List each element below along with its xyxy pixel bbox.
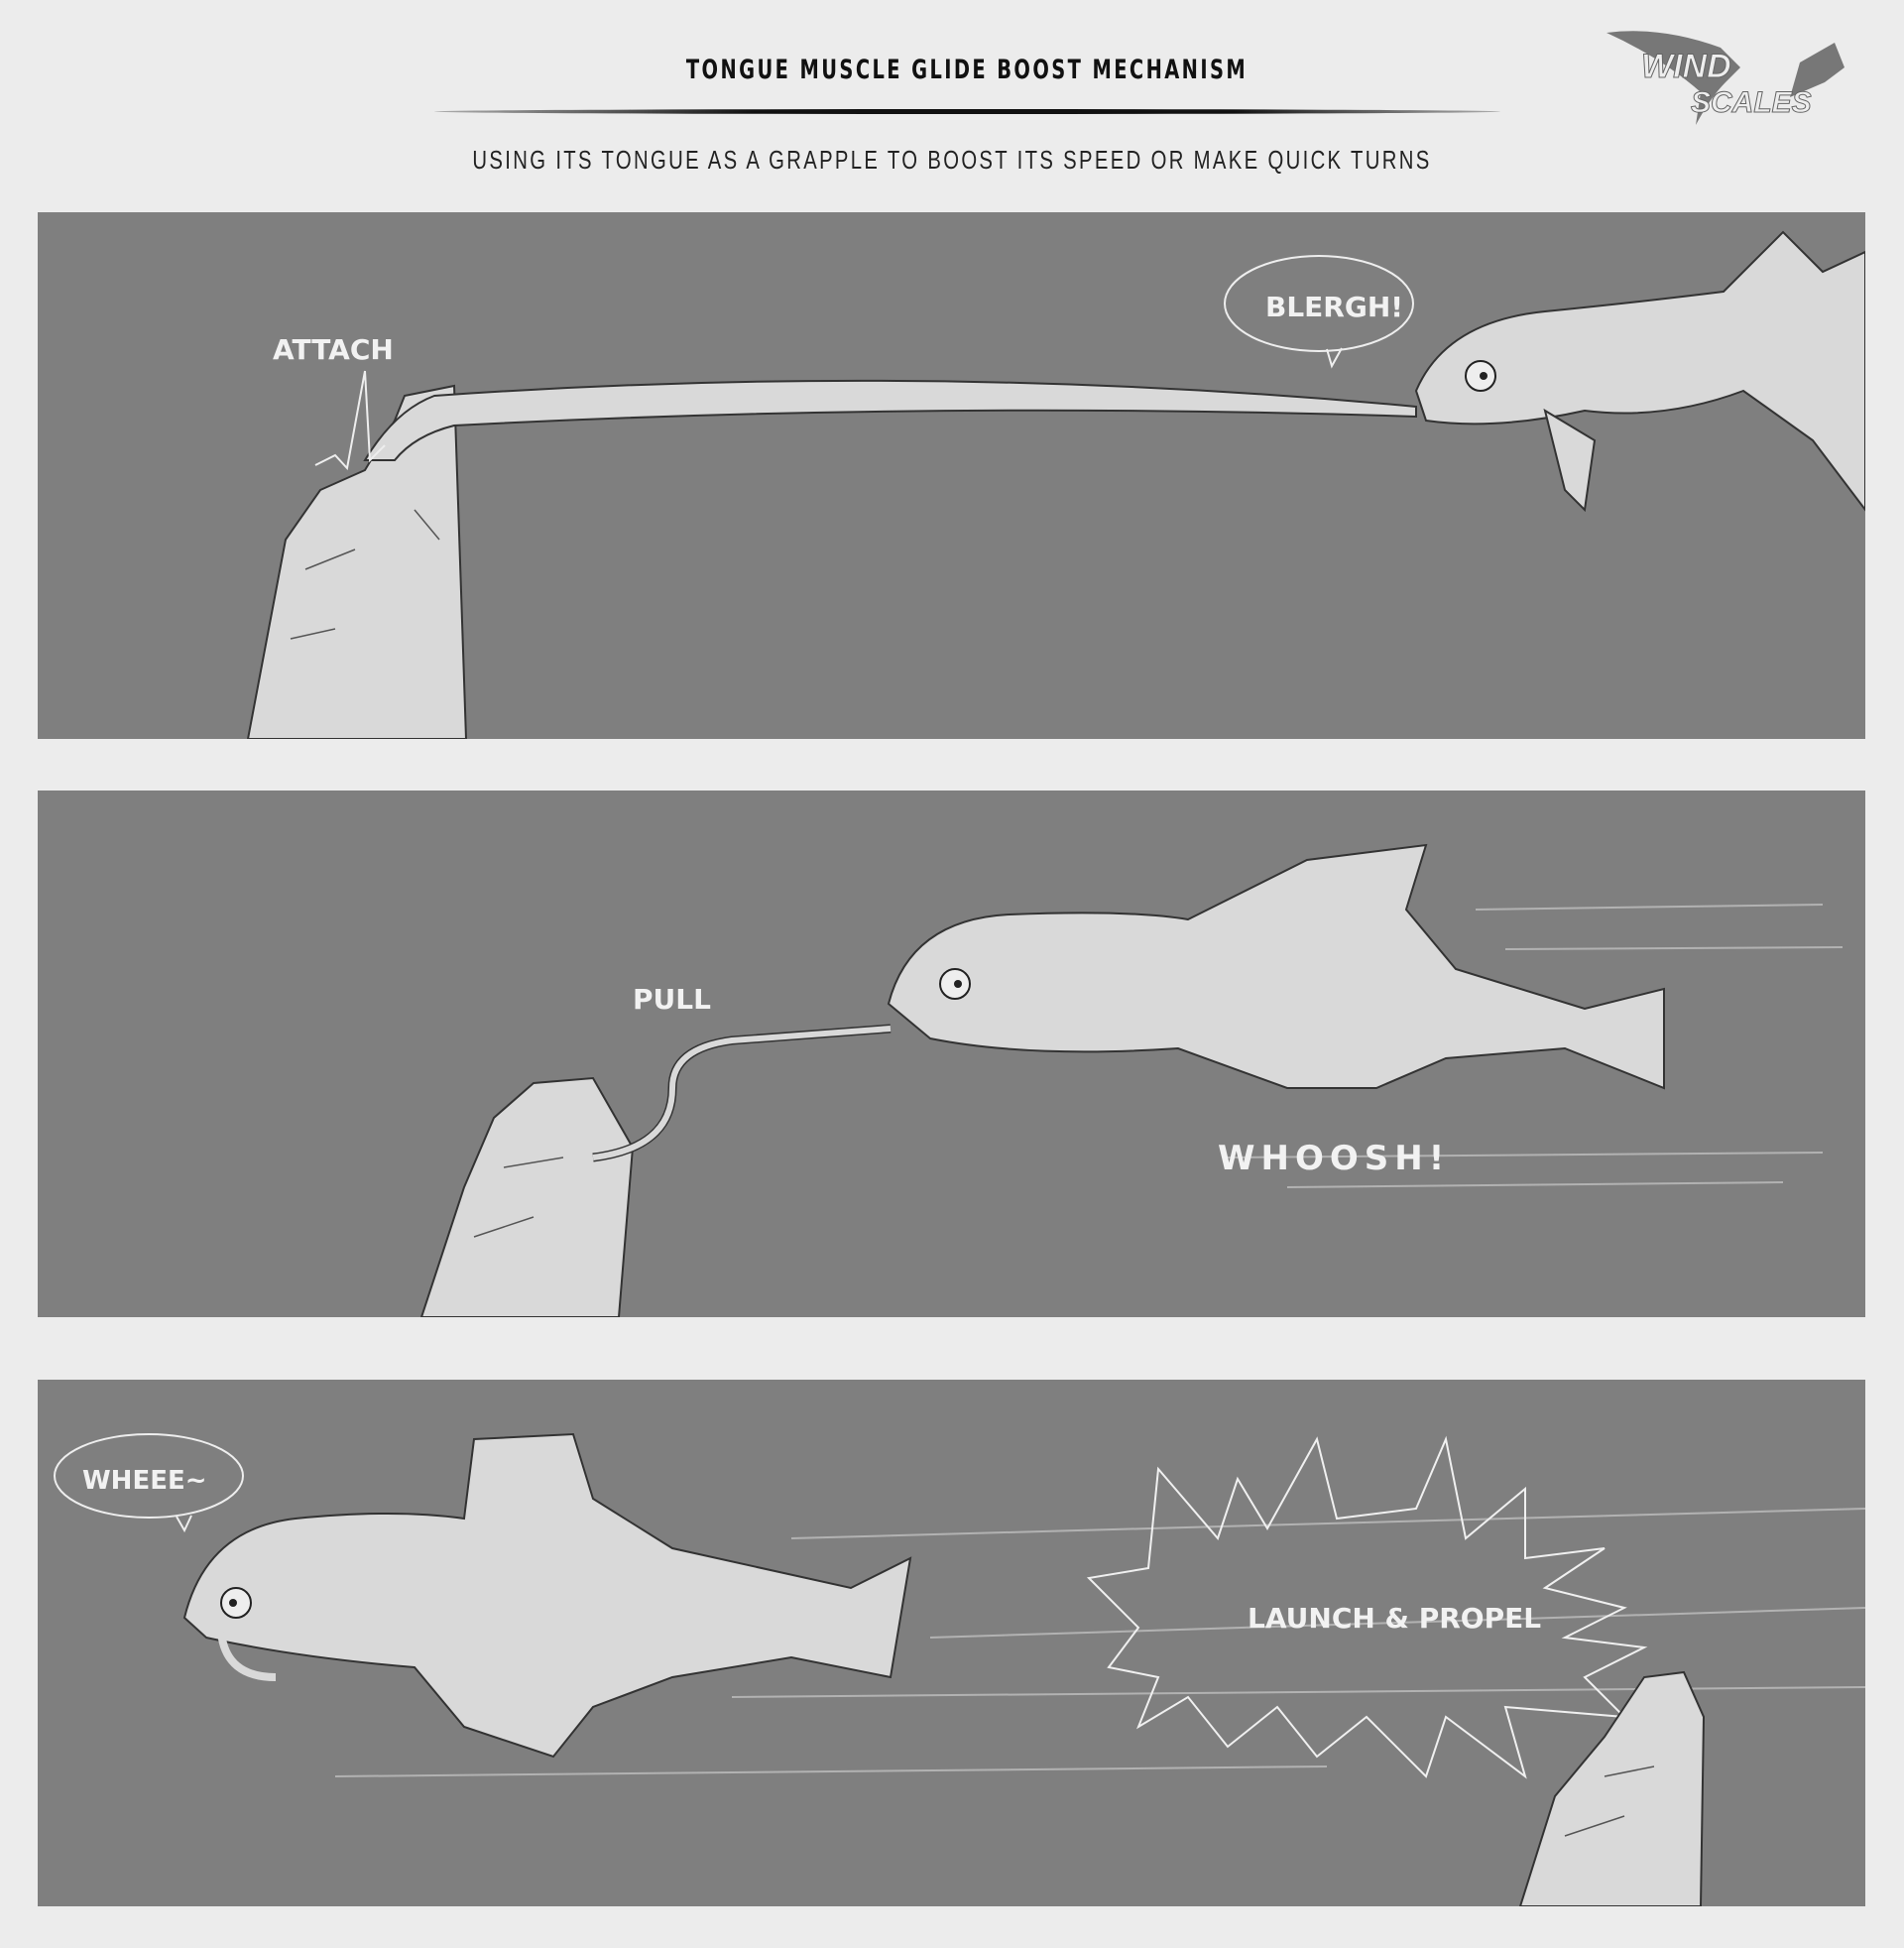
panel-attach: ATTACH BLERGH! [38, 212, 1865, 739]
speech-bubble: BLERGH! [1224, 255, 1414, 369]
attach-label: ATTACH [273, 333, 394, 366]
svg-text:WIND: WIND [1641, 48, 1731, 85]
burst-outline [1086, 1435, 1648, 1779]
speed-lines [1227, 904, 1844, 1188]
speech-bubble: WHEEE~ [54, 1433, 244, 1533]
blergh-label: BLERGH! [1265, 291, 1403, 323]
creature [887, 843, 1665, 1090]
wheee-label: WHEEE~ [82, 1466, 207, 1496]
panel-launch: WHEEE~ LAUNCH & PROPEL [38, 1380, 1865, 1906]
creature [1414, 230, 1865, 513]
whoosh-label: WHOOSH! [1218, 1139, 1450, 1178]
rock-spire [1518, 1670, 1706, 1906]
page-title: TONGUE MUSCLE GLIDE BOOST MECHANISM [685, 55, 1249, 85]
pull-label: PULL [633, 983, 711, 1016]
impact-marks [314, 370, 386, 471]
creature [182, 1432, 912, 1759]
rock-spire [419, 1076, 635, 1317]
launch-propel-label: LAUNCH & PROPEL [1248, 1602, 1541, 1635]
rock-spire [246, 384, 468, 739]
page-subtitle: USING ITS TONGUE AS A GRAPPLE TO BOOST I… [472, 145, 1432, 175]
title-divider [434, 109, 1500, 114]
tongue [592, 1024, 892, 1162]
tongue [363, 379, 1417, 461]
svg-text:SCALES: SCALES [1691, 86, 1812, 119]
wind-and-scales-logo: WIND SCALES [1606, 31, 1844, 125]
panel-pull: PULL WHOOSH! [38, 791, 1865, 1317]
